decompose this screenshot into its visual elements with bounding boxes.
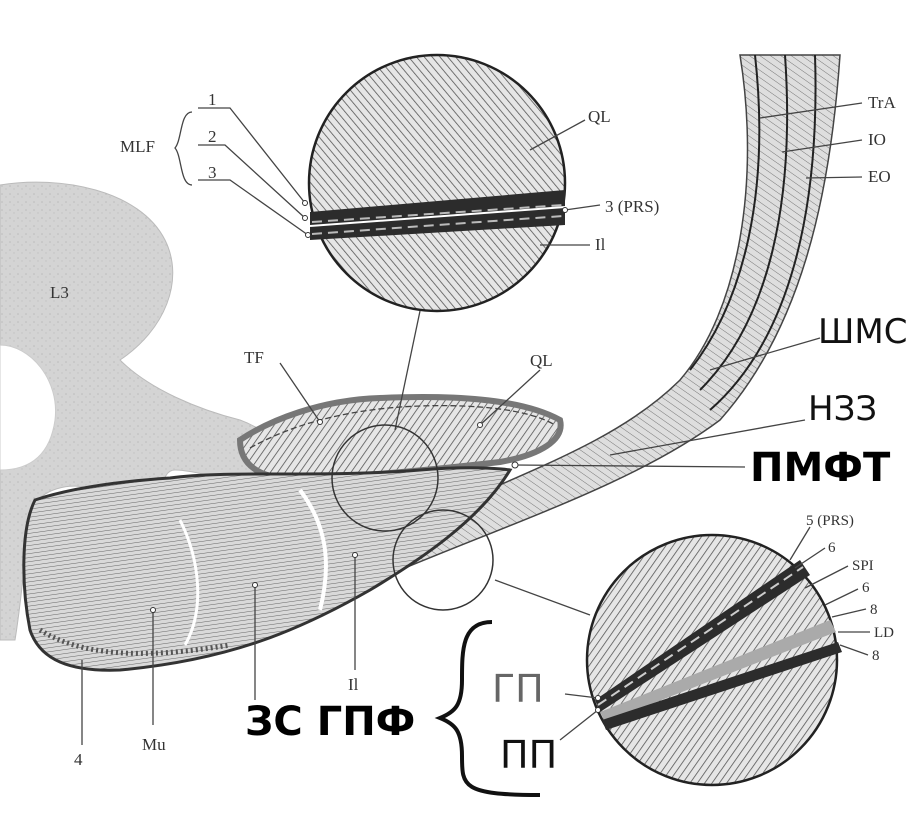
label-1: 1 [208,90,217,109]
label-pp: ПП [500,733,557,777]
leader-prs5 [789,526,811,561]
leader-shms [709,337,821,371]
label-8b: 8 [872,648,880,664]
dot-tf [317,419,323,425]
magnifier-top [307,53,567,313]
leader-io [781,139,863,153]
eo-layer-line [709,54,817,411]
tra-layer-line [689,54,761,371]
label-tf: TF [244,348,264,367]
dot-zs [252,582,258,588]
label-6a: 6 [828,540,836,556]
leader-3 [198,179,309,236]
magnifier-top-connector [394,310,421,431]
label-4: 4 [74,750,83,769]
dot-il-mid [352,552,358,558]
magnifier-bottom [585,533,842,787]
label-eo: EO [868,167,891,186]
label-ql-mid: QL [530,351,553,370]
leader-tra [759,102,863,119]
label-prs5: 5 (PRS) [806,513,854,529]
label-pmft: ПМФТ [750,445,891,491]
label-tra: TrA [868,93,896,112]
leader-pmft [514,464,746,468]
dot-gp [595,695,601,701]
leader-6a [794,547,826,569]
leader-gp [564,693,599,699]
label-nzz: НЗЗ [808,389,877,429]
intermuscular-septum-2 [298,488,328,611]
dot-2 [302,215,308,221]
paraspinal-muscle-mass [22,466,513,672]
label-ql-top: QL [588,107,611,126]
label-shms: ШМС [818,312,907,352]
leader-spi [804,565,849,589]
label-ld: LD [874,625,894,641]
vertebral-canal [0,344,57,471]
leader-pp [559,709,599,741]
magnifier-top-source [331,424,439,532]
leader-ql-top [529,119,586,151]
label-gp: ГП [492,667,544,711]
leader-8a [831,608,867,618]
mlf-brace [174,111,193,186]
label-prs3: 3 (PRS) [605,197,659,216]
label-2: 2 [208,127,217,146]
label-zs-gpf: ЗС ГПФ [245,699,415,745]
dot-3 [305,232,311,238]
dot-1 [302,200,308,206]
label-6b: 6 [862,580,870,596]
leader-ql-mid [479,369,541,426]
thoracolumbar-fascia-line [249,405,556,449]
dot-prs3 [562,207,568,213]
label-il-top: Il [595,235,606,254]
leader-2 [198,144,306,219]
label-3: 3 [208,163,217,182]
label-mlf: MLF [120,137,155,156]
leader-6b [824,588,859,606]
magnifier-bottom-source [392,509,494,611]
gp-pp-brace [434,620,541,797]
dot-mu [150,607,156,613]
lamina-speckle [38,627,231,656]
label-il-mid: Il [348,675,359,694]
label-8a: 8 [870,602,878,618]
magnifier-bottom-connector [494,579,591,616]
leader-tf [279,362,321,423]
dot-ql-mid [477,422,483,428]
dot-pp [595,707,601,713]
leader-8b [839,644,869,656]
intermuscular-septum-1 [178,519,200,646]
label-spi: SPI [852,558,874,574]
leader-nzz [609,419,806,456]
leader-1 [198,107,306,204]
io-layer-line [699,54,789,391]
label-l3: L3 [50,283,69,302]
label-mu: Mu [142,735,166,754]
leader-prs3 [564,204,601,211]
label-io: IO [868,130,886,149]
leader-eo [805,176,863,179]
dot-pmft [511,461,519,469]
